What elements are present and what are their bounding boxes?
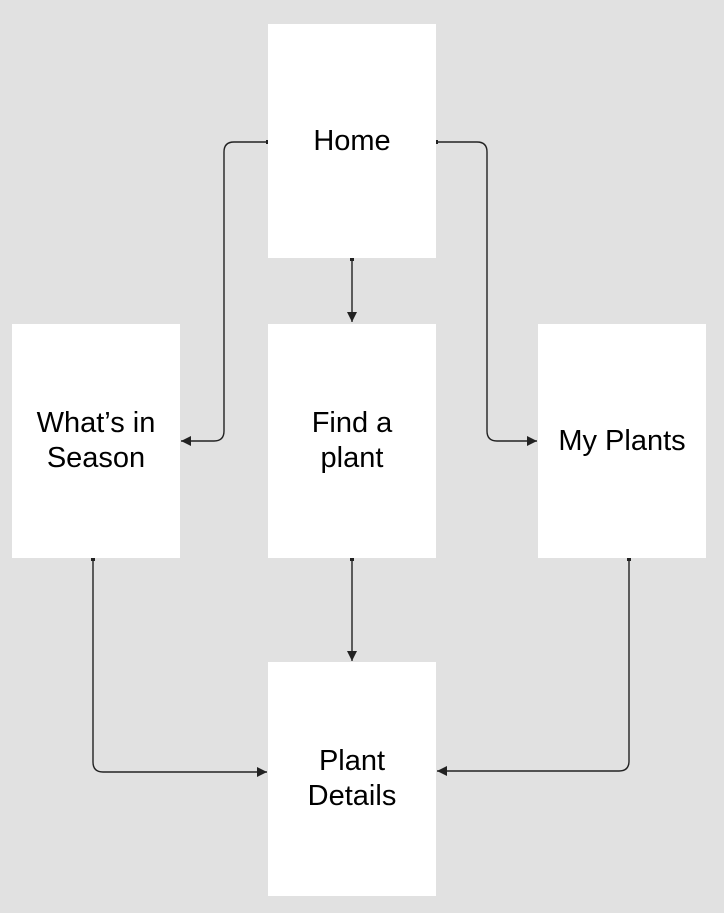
node-home[interactable]: Home xyxy=(268,24,436,258)
edge-home-to-my-plants xyxy=(434,140,537,446)
node-plant-details-label: Plant Details xyxy=(307,745,397,812)
node-my-plants-label: My Plants xyxy=(558,424,686,457)
edge-whats-in-season-to-plant-details xyxy=(91,557,267,777)
edge-home-to-whats-in-season xyxy=(181,140,270,446)
node-whats-in-season-label: What’s in Season xyxy=(36,407,156,474)
node-plant-details[interactable]: Plant Details xyxy=(268,662,436,896)
node-whats-in-season[interactable]: What’s in Season xyxy=(12,324,180,558)
node-my-plants[interactable]: My Plants xyxy=(538,324,706,558)
edge-my-plants-to-plant-details xyxy=(437,557,631,776)
node-home-label: Home xyxy=(313,124,391,157)
node-find-a-plant[interactable]: Find a plant xyxy=(268,324,436,558)
node-find-a-plant-label: Find a plant xyxy=(311,407,393,474)
